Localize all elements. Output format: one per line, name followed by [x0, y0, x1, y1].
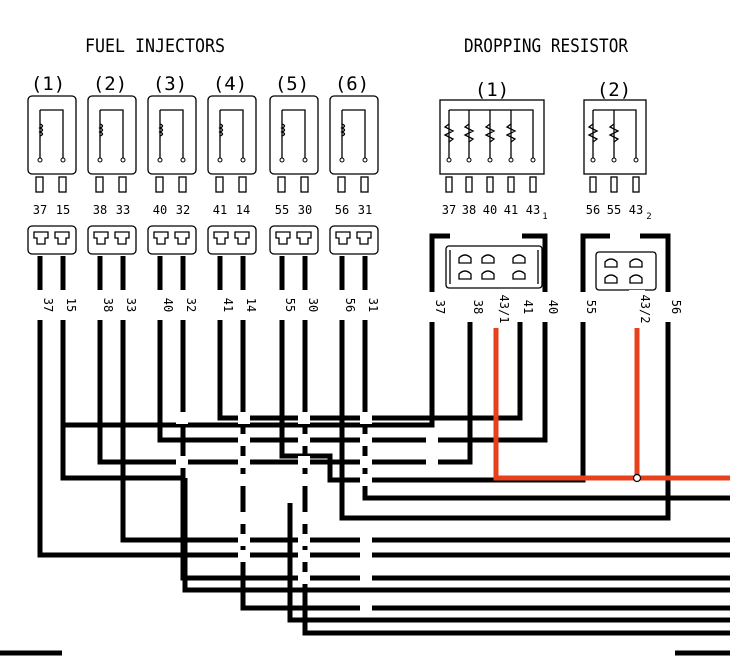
injector-number: (5): [275, 73, 309, 95]
wire-33: [120, 256, 730, 543]
wire-label: 38: [101, 298, 115, 312]
wire-38: [97, 256, 473, 465]
wire-label: 31: [366, 298, 380, 312]
injector-pin: 40: [153, 203, 167, 217]
wire-label: 33: [124, 298, 138, 312]
resistor-pin: 43: [526, 203, 540, 217]
title-fuel-injectors: FUEL INJECTORS: [85, 35, 225, 57]
wire-label: 41: [521, 300, 535, 314]
wire-label: 15: [64, 298, 78, 312]
injector-pin: 30: [298, 203, 312, 217]
injector-number: (4): [213, 73, 247, 95]
wire-trunk: [182, 478, 730, 593]
resistor-wire-labels: 37 38 43/1 41 40 55 43/2 56: [424, 290, 683, 328]
wire-return: [287, 503, 730, 623]
wire-label: 43/2: [638, 295, 652, 324]
wire-37-resistor: [63, 318, 435, 428]
injector-3: (3) 40 32: [147, 73, 197, 255]
resistor-number: (2): [597, 79, 631, 101]
injector-pin: 56: [335, 203, 349, 217]
wire-label: 37: [433, 300, 447, 314]
resistor-pin: 40: [483, 203, 497, 217]
wire-41: [217, 256, 523, 421]
wire-harness: [0, 256, 730, 656]
injector-number: (1): [31, 73, 65, 95]
wire-30: [302, 256, 730, 636]
resistor-pin: 37: [442, 203, 456, 217]
injector-pin: 15: [56, 203, 70, 217]
resistor-number: (1): [475, 79, 509, 101]
injector-pin: 55: [275, 203, 289, 217]
power-wires: [493, 290, 730, 483]
wire-label: 14: [244, 298, 258, 312]
dropping-resistor-2: (2) 56 55 43 2: [583, 79, 652, 222]
wire-label: 38: [471, 300, 485, 314]
splice-point: [632, 473, 642, 483]
injector-pin: 37: [33, 203, 47, 217]
resistor-pin: 43: [629, 203, 643, 217]
resistor-pin: 55: [607, 203, 621, 217]
injector-pin: 31: [358, 203, 372, 217]
resistor-1-connector: [429, 233, 548, 318]
injector-5: (5) 55 30: [269, 73, 319, 255]
injector-1: (1) 37 15: [27, 73, 77, 255]
title-dropping-resistor: DROPPING RESISTOR: [464, 35, 628, 57]
injector-pin: 32: [176, 203, 190, 217]
wire-31: [362, 256, 730, 501]
wire-14: [240, 256, 730, 611]
dropping-resistor-1: (1) 37 38 40 41 43 1: [439, 79, 548, 222]
wire-label: 40: [546, 300, 560, 314]
wire-label: 30: [306, 298, 320, 312]
wire-label: 56: [669, 300, 683, 314]
wire-label: 41: [221, 298, 235, 312]
wire-43-1: [493, 318, 730, 481]
injector-6: (6) 56 31: [329, 73, 379, 255]
injector-number: (6): [335, 73, 369, 95]
resistor-pin-subscript: 2: [646, 212, 651, 222]
wire-label: 37: [41, 298, 55, 312]
injector-2: (2) 38 33: [87, 73, 137, 255]
resistor-2-connector: [580, 233, 671, 298]
injector-number: (2): [93, 73, 127, 95]
wire-40: [157, 256, 548, 443]
wire-label: 40: [161, 298, 175, 312]
injector-4: (4) 41 14: [207, 73, 257, 255]
injector-number: (3): [153, 73, 187, 95]
wire-label: 32: [184, 298, 198, 312]
injector-pin: 33: [116, 203, 130, 217]
wire-56: [339, 256, 671, 521]
wire-label: 55: [283, 298, 297, 312]
resistor-pin-subscript: 1: [542, 212, 547, 222]
resistor-pin: 56: [586, 203, 600, 217]
wire-label: 55: [584, 300, 598, 314]
resistor-pin: 41: [504, 203, 518, 217]
resistor-pin: 38: [462, 203, 476, 217]
wire-label: 56: [343, 298, 357, 312]
wire-37: [37, 256, 730, 558]
injector-wire-labels: 37 15 38 33 40 32 41 14 55 30 56 31: [32, 290, 380, 320]
wire-15: [60, 256, 185, 481]
wire-label: 43/1: [497, 295, 511, 324]
injector-pin: 14: [236, 203, 250, 217]
wire-crossovers: [176, 412, 438, 614]
injector-pin: 38: [93, 203, 107, 217]
injector-pin: 41: [213, 203, 227, 217]
